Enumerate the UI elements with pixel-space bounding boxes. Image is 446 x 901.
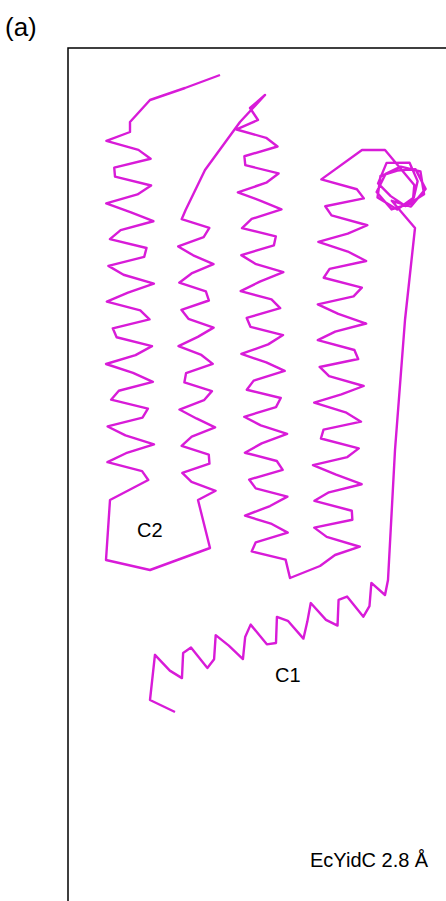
panel-label: (a) [5, 14, 37, 40]
terminus-label: C1 [275, 665, 301, 685]
terminus-label: C2 [137, 520, 163, 540]
structure-label: EcYidC 2.8 Å [310, 850, 428, 870]
backbone-trace [106, 75, 426, 712]
panel-frame [68, 48, 446, 901]
protein-trace [106, 75, 426, 712]
